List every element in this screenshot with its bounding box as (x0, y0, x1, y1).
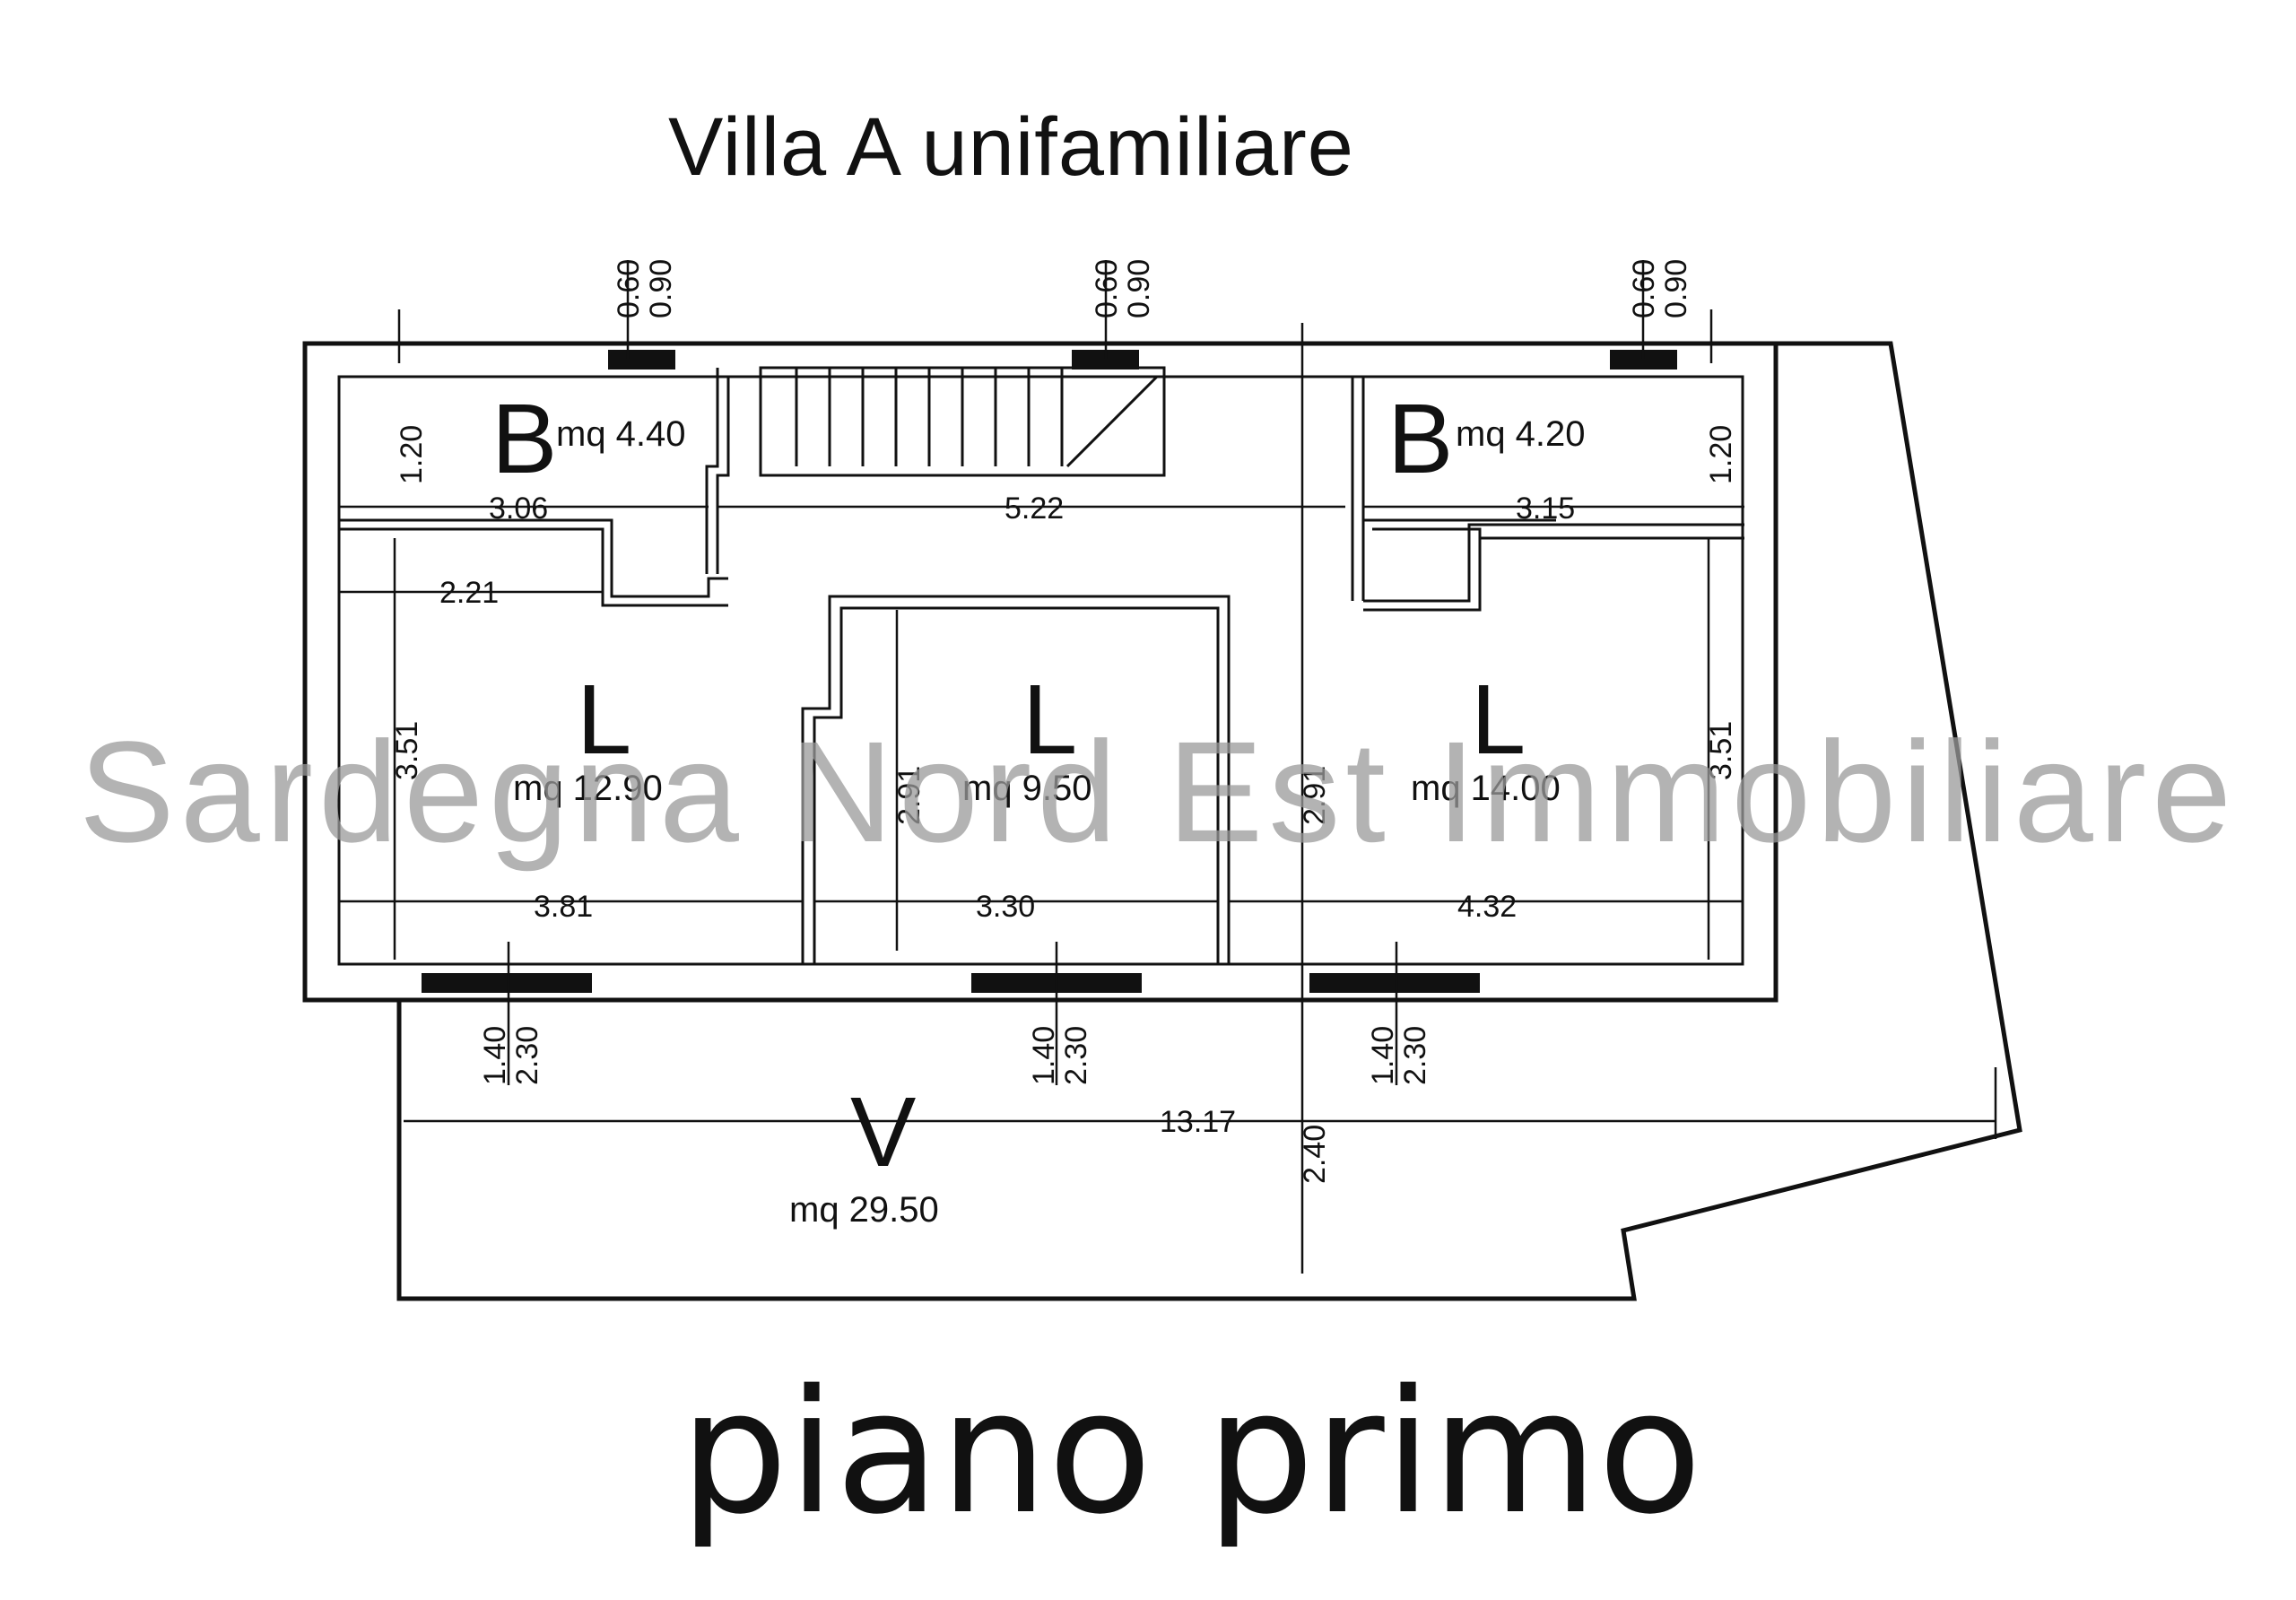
room-area-bath-1: mq 4.40 (556, 414, 686, 454)
room-code-bedroom-3: L (1471, 665, 1526, 775)
room-area-bath-2: mq 4.20 (1456, 414, 1586, 454)
room-area-bedroom-2: mq 9.50 (962, 769, 1092, 808)
room-code-bedroom-1: L (577, 665, 631, 775)
stair-treads (795, 368, 1159, 468)
windows-top (608, 350, 1677, 370)
interior-walls (339, 366, 1744, 964)
window-height-label: 0.90 (1122, 259, 1156, 318)
room-code-bedroom-2: L (1022, 665, 1077, 775)
exterior-walls (302, 341, 2022, 1301)
room-code-bath-2: B (1387, 384, 1453, 494)
dimension-label: 3.15 (1516, 491, 1575, 526)
window-sill-label: 0.60 (1090, 259, 1124, 318)
dimension-label: 1.20 (1704, 425, 1738, 484)
dimension-label: 2.91 (1298, 766, 1332, 825)
dimension-lines (339, 260, 1997, 1274)
window-height-label: 0.90 (1659, 259, 1693, 318)
room-code-veranda: V (850, 1077, 916, 1187)
dimension-label: 3.06 (489, 491, 548, 526)
window-height-label: 2.30 (510, 1026, 544, 1085)
dimension-label: 3.81 (534, 890, 593, 924)
dimension-label: 2.40 (1298, 1125, 1332, 1184)
floor-label: piano primo (680, 1353, 1702, 1552)
dimension-label: 2.91 (892, 766, 926, 825)
room-area-bedroom-1: mq 12.90 (513, 769, 663, 808)
room-code-bath-1: B (491, 384, 557, 494)
window-height-label: 0.90 (644, 259, 678, 318)
dimension-label: 3.30 (976, 890, 1035, 924)
window-height-label: 2.30 (1059, 1026, 1093, 1085)
room-area-bedroom-3: mq 14.00 (1411, 769, 1561, 808)
watermark: Sardegna Nord Est Immobiliare (79, 711, 2237, 872)
windows-bottom (422, 973, 1480, 993)
plan-title: Villa A unifamiliare (668, 101, 1354, 193)
dimension-label: 2.21 (439, 576, 499, 610)
dimension-label: 3.51 (390, 721, 424, 780)
dimension-label: 4.32 (1457, 890, 1517, 924)
window-sill-label: 1.40 (478, 1026, 512, 1085)
window-sill-label: 0.60 (612, 259, 646, 318)
window-sill-label: 1.40 (1027, 1026, 1061, 1085)
window-sill-label: 0.60 (1627, 259, 1661, 318)
dimension-label: 1.20 (395, 425, 429, 484)
dimension-label: 5.22 (1004, 491, 1064, 526)
dimension-label: 3.51 (1704, 721, 1738, 780)
window-height-label: 2.30 (1398, 1026, 1432, 1085)
room-area-veranda: mq 29.50 (789, 1190, 939, 1230)
dimension-label: 13.17 (1160, 1105, 1236, 1139)
window-sill-label: 1.40 (1366, 1026, 1400, 1085)
